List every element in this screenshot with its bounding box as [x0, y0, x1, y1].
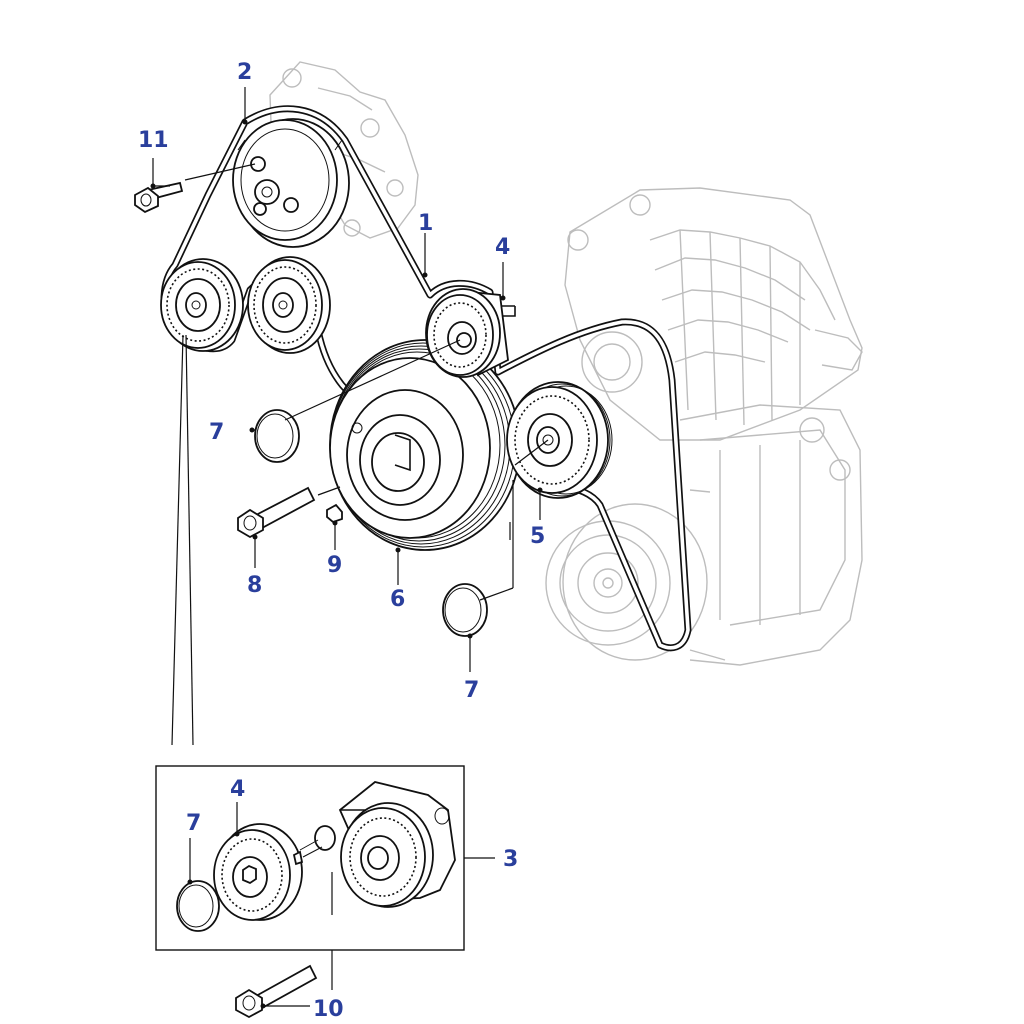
bolt-8	[237, 486, 316, 539]
pin-9	[326, 503, 343, 524]
callout-11: 11	[138, 128, 169, 153]
callout-7-inset: 7	[186, 811, 201, 836]
engine-block-background	[269, 61, 863, 666]
inset-idler-pulley-4	[213, 823, 304, 921]
inset-tensioner-3	[299, 781, 456, 908]
callout-1: 1	[418, 211, 433, 236]
leader-dots	[150, 119, 543, 639]
callout-2: 2	[237, 60, 252, 85]
callout-4-main: 4	[495, 235, 510, 260]
inset-tensioner-assembly	[155, 765, 495, 990]
tensioner-pulley-left	[160, 258, 244, 352]
bolt-11	[134, 181, 184, 214]
dust-cap-7-bottom	[442, 583, 488, 637]
callout-9: 9	[327, 553, 342, 578]
callout-10: 10	[313, 997, 344, 1022]
drive-belt	[160, 105, 692, 652]
callout-7-bottom: 7	[464, 678, 479, 703]
alternator-background	[564, 187, 863, 441]
callout-5: 5	[530, 524, 545, 549]
inset-dust-cap-7	[176, 880, 220, 932]
leader-lines	[152, 87, 549, 746]
tensioner-pulley-5	[506, 381, 613, 499]
callout-8: 8	[247, 573, 262, 598]
callout-labels: 1 2 3 4 4 5 6 7 7 7 8 9 10 11	[138, 60, 545, 1022]
dust-cap-7-left	[254, 409, 300, 463]
idler-pulley-4	[425, 288, 516, 378]
crankshaft-pulley-6	[329, 339, 521, 551]
bolt-10	[235, 964, 318, 1019]
callout-7-left: 7	[209, 420, 224, 445]
pulley-2	[232, 118, 350, 248]
callout-3: 3	[503, 847, 518, 872]
callout-6: 6	[390, 587, 405, 612]
idler-pulley-center	[247, 256, 331, 354]
compressor-background	[545, 404, 863, 666]
callout-4-inset: 4	[230, 777, 245, 802]
